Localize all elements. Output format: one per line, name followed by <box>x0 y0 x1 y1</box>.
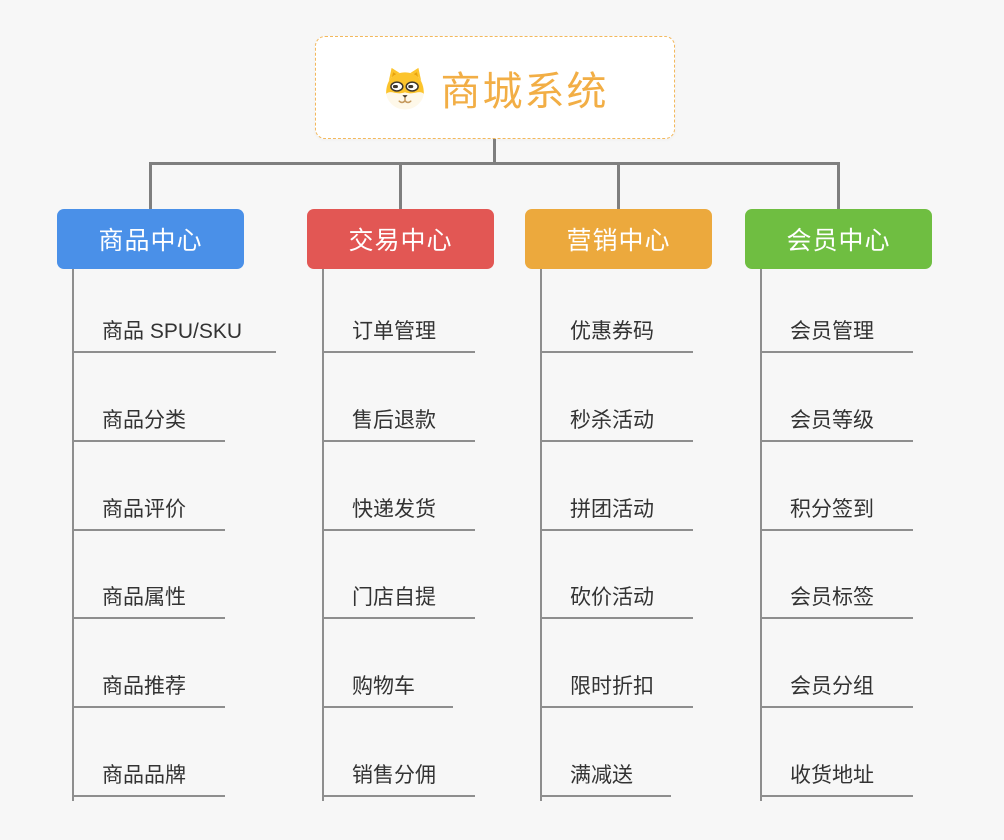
leaf-node-flash-sale[interactable]: 秒杀活动 <box>540 398 693 442</box>
leaf-node-product-brand[interactable]: 商品品牌 <box>72 753 225 797</box>
leaf-node-product-attribute[interactable]: 商品属性 <box>72 575 225 619</box>
leaf-node-shipping-address[interactable]: 收货地址 <box>760 753 913 797</box>
leaf-node-group-buy[interactable]: 拼团活动 <box>540 487 693 531</box>
leaf-node-bargain[interactable]: 砍价活动 <box>540 575 693 619</box>
branch-drop-connector <box>617 162 620 209</box>
leaf-node-product-spu-sku[interactable]: 商品 SPU/SKU <box>72 309 276 353</box>
leaf-node-product-category[interactable]: 商品分类 <box>72 398 225 442</box>
branch-member-center: 会员中心 会员管理 会员等级 积分签到 会员标签 会员分组 收货地址 <box>745 209 985 809</box>
root-stem-connector <box>493 139 496 165</box>
root-node-title: 商城系统 <box>440 69 609 114</box>
branch-node-product-center[interactable]: 商品中心 <box>57 209 244 269</box>
leaf-node-product-recommend[interactable]: 商品推荐 <box>72 664 225 708</box>
leaf-node-express-delivery[interactable]: 快递发货 <box>322 487 475 531</box>
branch-node-member-center[interactable]: 会员中心 <box>745 209 932 269</box>
leaf-node-points-checkin[interactable]: 积分签到 <box>760 487 913 531</box>
leaf-node-shopping-cart[interactable]: 购物车 <box>322 664 453 708</box>
branch-node-trade-center[interactable]: 交易中心 <box>307 209 494 269</box>
branch-vertical-line <box>540 269 542 801</box>
branch-node-marketing-center[interactable]: 营销中心 <box>525 209 712 269</box>
leaf-node-store-pickup[interactable]: 门店自提 <box>322 575 475 619</box>
leaf-node-member-management[interactable]: 会员管理 <box>760 309 913 353</box>
leaf-node-member-tag[interactable]: 会员标签 <box>760 575 913 619</box>
leaf-node-coupon-code[interactable]: 优惠券码 <box>540 309 693 353</box>
branch-vertical-line <box>760 269 762 801</box>
branch-trade-center: 交易中心 订单管理 售后退款 快递发货 门店自提 购物车 销售分佣 <box>307 209 547 809</box>
leaf-node-member-level[interactable]: 会员等级 <box>760 398 913 442</box>
leaf-node-order-management[interactable]: 订单管理 <box>322 309 475 353</box>
dog-face-icon <box>385 67 424 110</box>
branch-marketing-center: 营销中心 优惠券码 秒杀活动 拼团活动 砍价活动 限时折扣 满减送 <box>525 209 765 809</box>
leaf-node-aftersale-refund[interactable]: 售后退款 <box>322 398 475 442</box>
leaf-node-sales-commission[interactable]: 销售分佣 <box>322 753 475 797</box>
root-node-mall-system[interactable]: 商城系统 <box>315 36 675 139</box>
branch-horizontal-connector <box>149 162 840 165</box>
branch-vertical-line <box>322 269 324 801</box>
leaf-node-member-group[interactable]: 会员分组 <box>760 664 913 708</box>
leaf-node-spend-and-save[interactable]: 满减送 <box>540 753 671 797</box>
leaf-node-product-review[interactable]: 商品评价 <box>72 487 225 531</box>
branch-drop-connector <box>837 162 840 209</box>
leaf-node-limited-discount[interactable]: 限时折扣 <box>540 664 693 708</box>
branch-drop-connector <box>399 162 402 209</box>
branch-vertical-line <box>72 269 74 801</box>
branch-drop-connector <box>149 162 152 209</box>
branch-product-center: 商品中心 商品 SPU/SKU 商品分类 商品评价 商品属性 商品推荐 商品品牌 <box>57 209 297 809</box>
